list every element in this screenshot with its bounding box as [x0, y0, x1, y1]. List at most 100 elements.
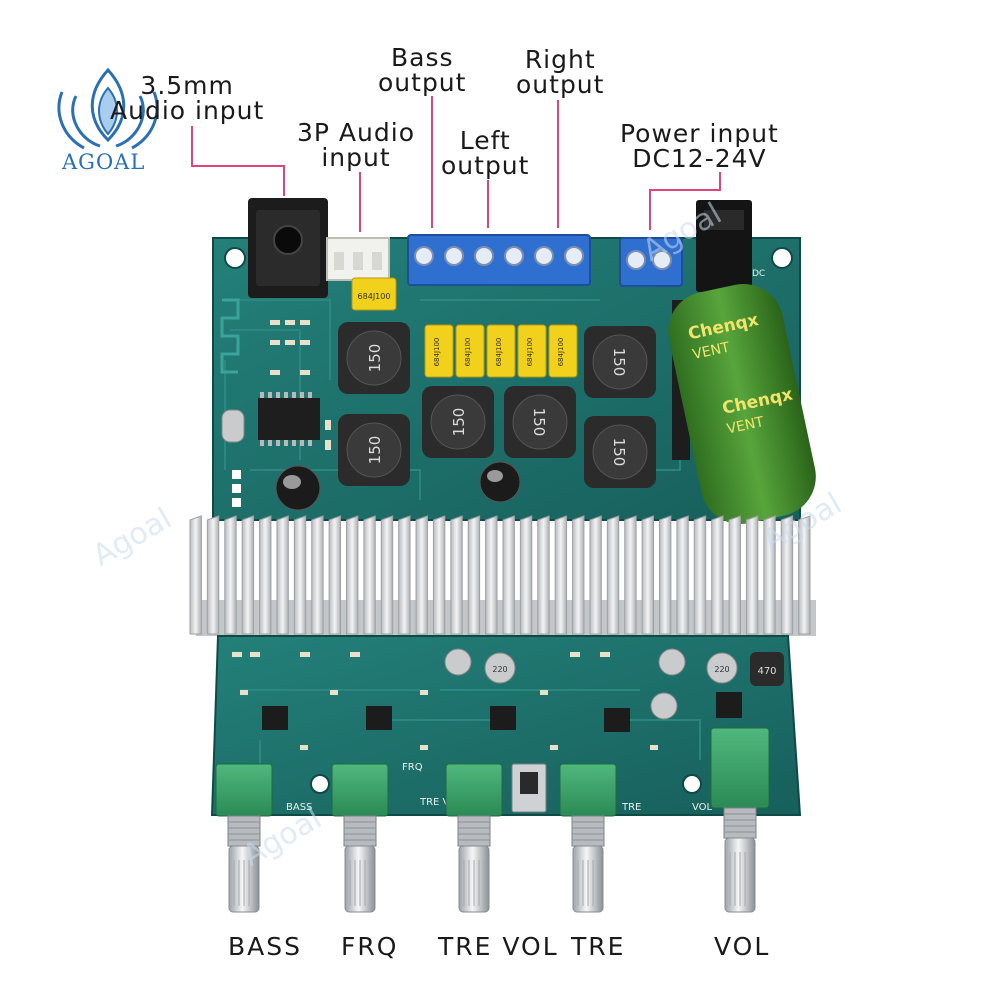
svg-text:684J100: 684J100	[495, 338, 503, 367]
callout-left-output: Left output	[441, 126, 530, 180]
silk-dc: DC	[752, 269, 765, 279]
bluetooth-chip	[258, 392, 320, 446]
heatsink-fin	[363, 515, 376, 635]
leader-audio-35	[191, 126, 285, 196]
leader-power-in	[649, 172, 721, 230]
heatsink-fin	[485, 515, 498, 635]
inductor: 150	[338, 414, 410, 486]
svg-text:470: 470	[757, 666, 776, 677]
heatsink-fin	[554, 515, 568, 635]
heatsink-fin	[311, 515, 324, 635]
svg-text:150: 150	[366, 344, 384, 373]
svg-text:684J100: 684J100	[464, 338, 472, 367]
silk-frq: FRQ	[402, 762, 423, 773]
heatsink-fin	[259, 515, 272, 635]
heatsink-fin	[745, 515, 759, 635]
heatsink-fin	[189, 515, 202, 635]
callout-audio-35: 3.5mm Audio input	[110, 71, 265, 125]
heatsink-fin	[241, 515, 255, 635]
heatsink-fin	[676, 515, 689, 635]
inductor: 150	[338, 322, 410, 394]
electrolytic-capacitor-small	[275, 461, 521, 511]
film-capacitor-row: 684J100 684J100 684J100 684J100 684J100	[424, 324, 578, 378]
svg-text:220: 220	[492, 665, 507, 674]
heatsink-fin	[224, 515, 237, 635]
pin-header	[232, 470, 241, 507]
power-terminal	[619, 237, 683, 287]
heatsink-fin	[293, 515, 307, 635]
svg-text:150: 150	[530, 408, 548, 437]
potentiometer-tre[interactable]	[559, 763, 617, 913]
svg-text:VENT: VENT	[691, 339, 731, 363]
heatsink-fin	[659, 515, 672, 635]
heatsink-fin	[572, 515, 585, 635]
svg-text:150: 150	[366, 436, 384, 465]
potentiometer-tre-vol[interactable]	[445, 763, 503, 913]
heatsink-fin	[641, 515, 654, 635]
dc-barrel-jack	[696, 200, 752, 292]
heatsink-fin	[589, 515, 602, 635]
svg-text:220: 220	[714, 665, 729, 674]
inductor-group: 150 150 150 150 150 150	[338, 322, 656, 488]
callout-bass-output: Bass output	[378, 43, 467, 97]
svg-text:684J100: 684J100	[433, 338, 441, 367]
knob-label-vol: VOL	[714, 932, 771, 961]
speaker-terminal-block	[407, 234, 591, 286]
agoal-logo-icon	[57, 67, 159, 150]
silk-trevol: TRE VOL	[419, 797, 463, 808]
heatsink-fin	[206, 515, 220, 635]
svg-text:150: 150	[610, 348, 628, 377]
heatsink-fin	[450, 515, 463, 635]
brand-logo-text: AGOAL	[62, 150, 146, 174]
large-electrolytic-capacitor: Chenqx VENT Chenqx VENT	[668, 283, 816, 525]
silk-vol: VOL	[692, 802, 713, 813]
potentiometer-frq[interactable]	[331, 763, 389, 913]
heatsink-fin	[519, 515, 533, 635]
svg-text:684J100: 684J100	[557, 338, 565, 367]
callout-power-input: Power input DC12-24V	[620, 119, 779, 173]
audio-jack-35mm	[248, 198, 328, 298]
heatsink-fin	[537, 515, 550, 635]
inductor: 150	[504, 386, 576, 458]
heatsink-fin	[763, 515, 776, 635]
silk-bass: BASS	[286, 802, 312, 813]
callout-audio-3p: 3P Audio input	[297, 118, 415, 172]
heatsink-fin	[467, 515, 481, 635]
callout-right-output: Right output	[516, 45, 605, 99]
heatsink-fin	[346, 515, 359, 635]
film-capacitor: 684J100	[351, 277, 397, 311]
heatsink-fin	[624, 515, 637, 635]
heatsink-fin	[398, 515, 411, 635]
heatsink-fin	[502, 515, 515, 635]
heatsink-fin	[693, 515, 707, 635]
silk-tre: TRE	[621, 802, 641, 813]
potentiometer-bass[interactable]	[215, 763, 273, 913]
heatsink-fin	[728, 515, 741, 635]
knob-label-bass: BASS	[228, 932, 302, 961]
heatsink	[189, 515, 816, 636]
potentiometer-vol[interactable]	[710, 727, 770, 913]
svg-text:VENT: VENT	[725, 414, 765, 438]
knob-label-frq: FRQ	[341, 932, 399, 961]
potentiometer-row	[215, 727, 770, 913]
svg-text:684J100: 684J100	[526, 338, 534, 367]
heatsink-fin	[328, 515, 341, 635]
crystal-oscillator	[221, 409, 245, 443]
heatsink-fin	[276, 515, 289, 635]
heatsink-fin	[606, 515, 620, 635]
audio-connector-3p	[326, 237, 390, 281]
heatsink-fin	[798, 515, 811, 635]
knob-label-tre: TRE	[571, 932, 626, 961]
heatsink-fin	[415, 515, 428, 635]
heatsink-fin	[432, 515, 446, 635]
heatsink-fin	[380, 515, 394, 635]
heatsink-fin	[780, 515, 794, 635]
knob-label-tre-vol: TRE VOL	[438, 932, 559, 961]
callout-leaders	[191, 96, 721, 232]
inductor: 150	[584, 416, 656, 488]
inductor: 150	[422, 386, 494, 458]
inductor: 150	[584, 326, 656, 398]
svg-text:150: 150	[610, 438, 628, 467]
heatsink-fin	[711, 515, 724, 635]
